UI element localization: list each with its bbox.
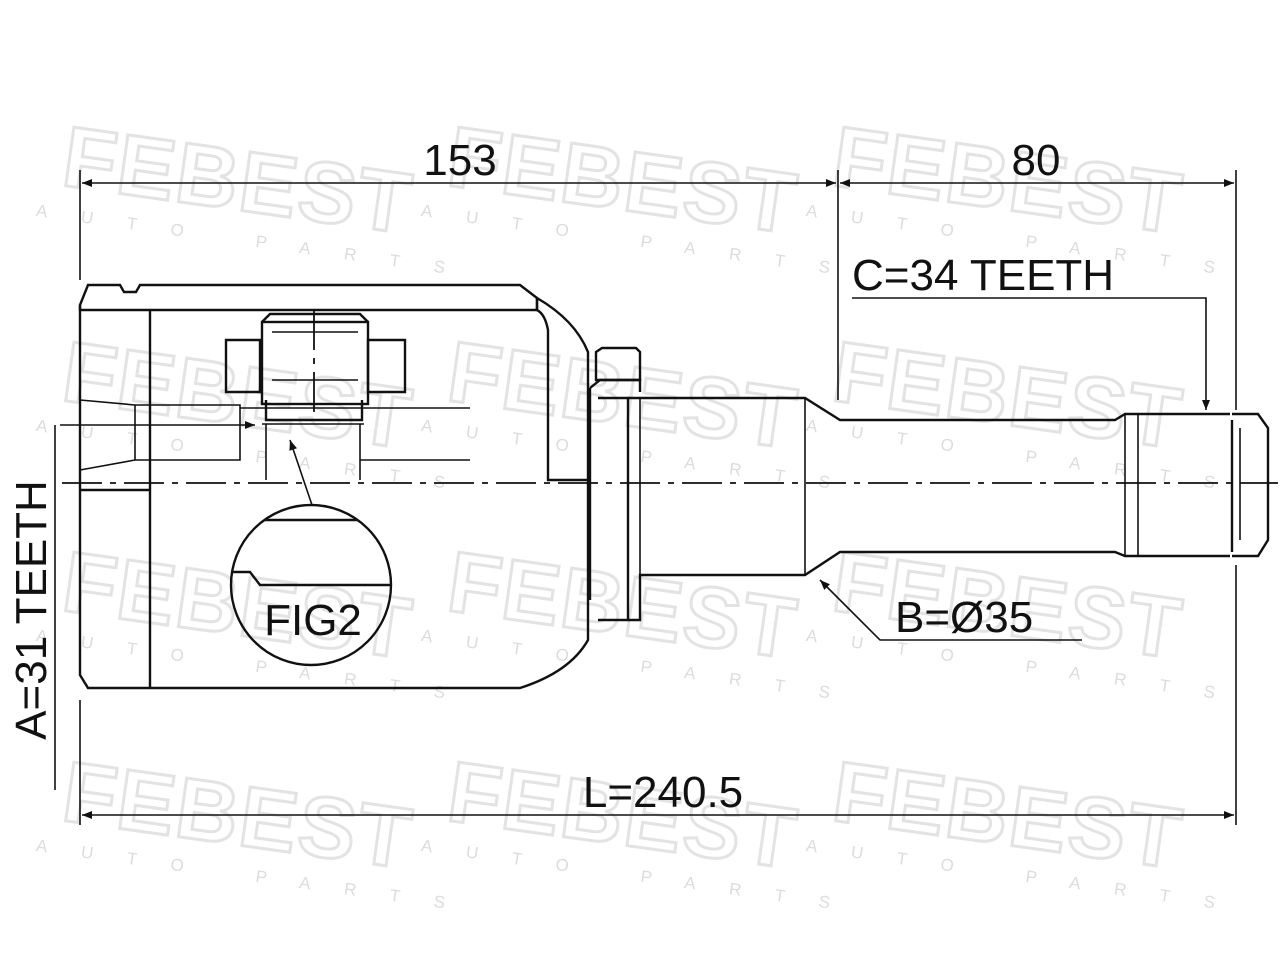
detail-fig2: FIG2: [229, 439, 393, 667]
dimension-lines: [54, 170, 1237, 825]
fig2-label: FIG2: [264, 596, 362, 645]
dim-153: 153: [423, 136, 496, 185]
outer-race-housing: [78, 283, 590, 690]
dimension-labels: 153 80 C=34 TEETH B=Ø35 L=240.5 A=31 TEE…: [7, 136, 1114, 817]
dim-spline-a: A=31 TEETH: [7, 480, 56, 740]
dim-total-length: L=240.5: [583, 768, 743, 817]
dim-spline-c: C=34 TEETH: [852, 251, 1114, 300]
dim-80: 80: [1012, 136, 1061, 185]
dim-diameter-b: B=Ø35: [895, 593, 1033, 642]
boot-and-shaft: [588, 346, 1270, 622]
tripod-roller: [60, 310, 407, 480]
